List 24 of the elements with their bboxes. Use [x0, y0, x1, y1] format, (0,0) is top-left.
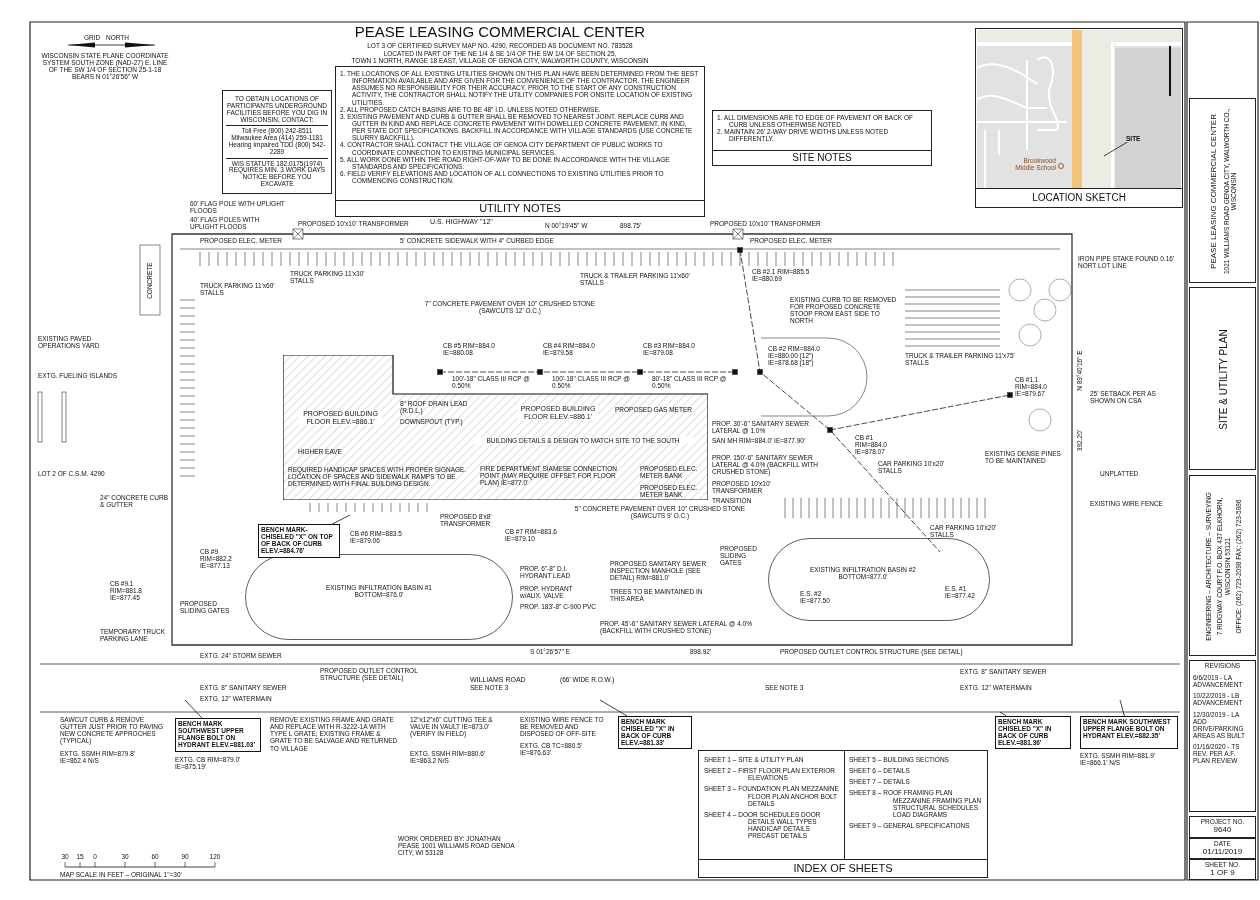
leader-line: [599, 699, 628, 717]
title-panel: [1189, 287, 1256, 470]
leader-line: [184, 699, 203, 719]
leader-line: [331, 514, 351, 525]
leader-line: [1103, 141, 1128, 157]
title-panel: [1189, 475, 1256, 656]
field-value: 01/11/2019: [1201, 847, 1244, 857]
sheet-title: SITE & UTILITY PLAN: [1218, 329, 1229, 430]
sheet-index-panel: [698, 750, 988, 878]
title-panel: [1189, 98, 1256, 283]
revisions-panel: [1189, 660, 1256, 812]
title-panel: [1189, 859, 1256, 880]
field-value: 1 OF 9: [1209, 868, 1236, 878]
drawing-title: PEASE LEASING COMMERCIAL CENTER: [353, 24, 647, 41]
project-title: PEASE LEASING COMMERCIAL CENTER: [1209, 114, 1219, 269]
leader-line: [1119, 699, 1125, 717]
infiltration-basin: [768, 538, 990, 621]
notes-panel: [712, 110, 932, 166]
title-panel: [1189, 816, 1256, 838]
field-value: 9640: [1212, 826, 1233, 835]
notes-panel: [335, 66, 705, 217]
dig-notice-box: [222, 90, 332, 194]
leader-line: [999, 711, 1007, 717]
title-panel: [1189, 838, 1256, 859]
